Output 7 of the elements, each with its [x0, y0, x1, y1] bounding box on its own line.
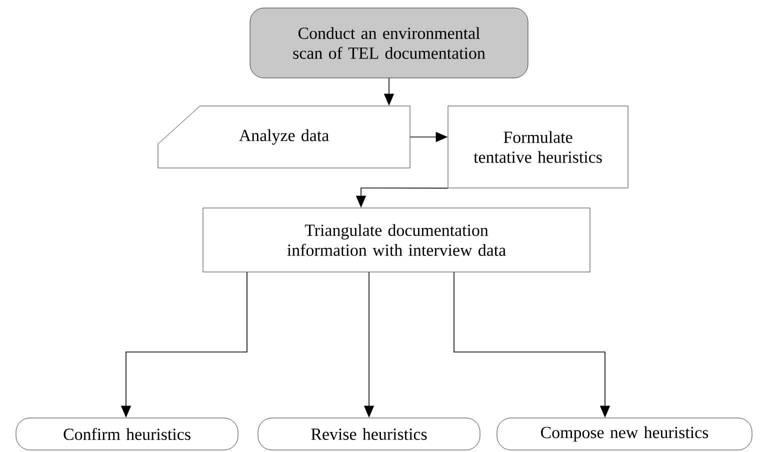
- process-box: Formulate tentative heuristics: [448, 106, 628, 188]
- process-box: Triangulate documentation information with interview data: [202, 208, 590, 272]
- outcome-box: Compose new heuristics: [496, 418, 752, 450]
- start-box: Conduct an environmental scan of TEL documentation: [250, 8, 528, 78]
- outcome-box: Revise heuristics: [258, 418, 480, 450]
- data-card: Analyze data: [158, 106, 410, 168]
- outcome-box: Confirm heuristics: [16, 418, 238, 450]
